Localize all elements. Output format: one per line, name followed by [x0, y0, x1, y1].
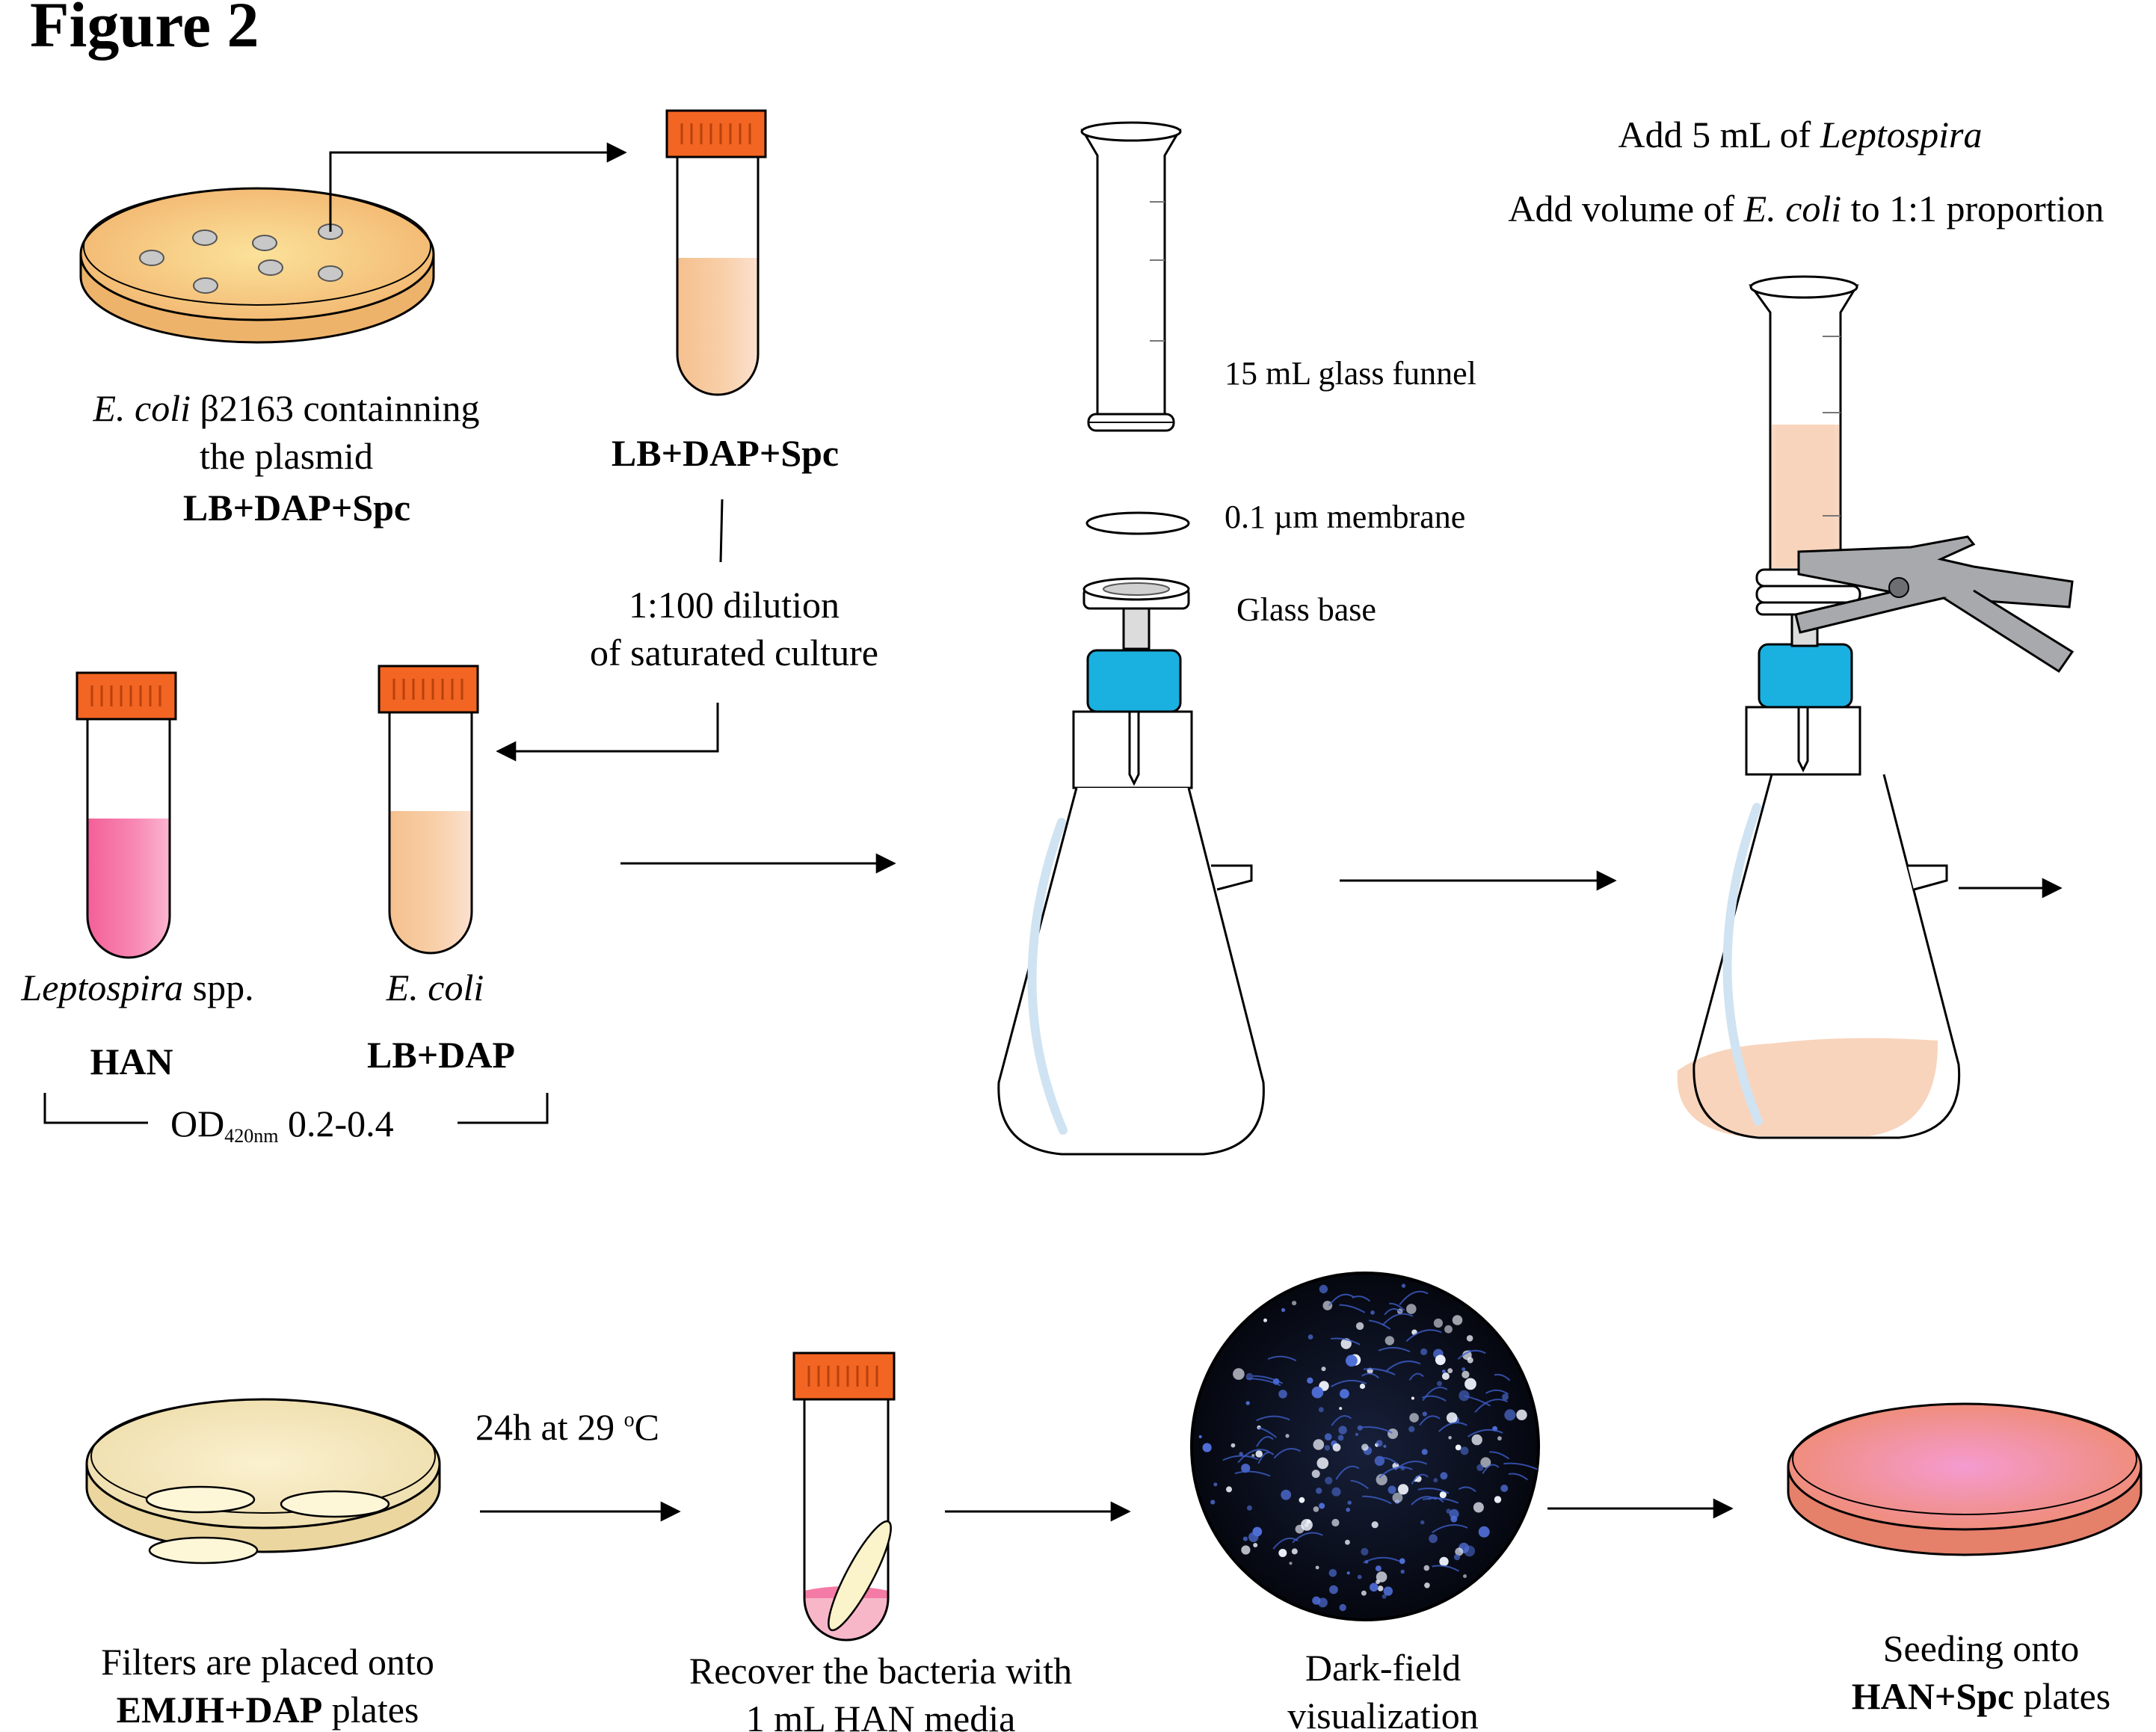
overnight-tube-label: LB+DAP+Spc — [612, 432, 839, 474]
vacuum-flask-assembled — [1677, 275, 2075, 1139]
filter-clamp — [1794, 535, 2075, 674]
darkfield-label-line2: visualization — [1287, 1695, 1479, 1732]
ecoli-culture-tube — [378, 665, 479, 955]
filter-plate-label-line2: EMJH+DAP plates — [117, 1689, 419, 1731]
ecoli-plate-label: E. coli β2163 containning the plasmid LB… — [92, 387, 479, 528]
darkfield-label-line1: Dark-field — [1305, 1647, 1461, 1689]
ecoli-petri-plate — [79, 187, 435, 344]
emjh-dap-plate — [85, 1398, 441, 1565]
dilution-line-top — [719, 499, 724, 563]
darkfield-bacteria — [1198, 1283, 1539, 1612]
filter-plate-label-line1: Filters are placed onto — [101, 1641, 434, 1683]
ecoli-tube-label: E. coli — [386, 967, 484, 1008]
vacuum-flask-empty — [997, 649, 1265, 1156]
recovery-tube — [792, 1352, 896, 1642]
ecoli-plate-label-line1: E. coli β2163 containning — [92, 387, 479, 429]
od-label: OD420nm 0.2-0.4 — [170, 1103, 394, 1147]
mixing-instruction-1: Add 5 mL of Leptospira — [1618, 114, 1982, 155]
dilution-label-line2: of saturated culture — [590, 632, 878, 674]
base-label: Glass base — [1236, 591, 1376, 628]
tube-cap — [665, 109, 767, 158]
recover-label-line2: 1 mL HAN media — [746, 1698, 1016, 1732]
bacterial-colonies — [139, 224, 343, 294]
leptospira-tube-medium: HAN — [90, 1041, 173, 1082]
rubber-stopper — [1072, 710, 1193, 789]
rubber-stopper — [1745, 706, 1861, 776]
leptospira-culture-tube — [76, 671, 177, 959]
adapter-blue — [1758, 643, 1853, 709]
glass-base — [1082, 577, 1190, 650]
ecoli-tube-medium: LB+DAP — [367, 1034, 515, 1076]
membrane-label: 0.1 µm membrane — [1225, 499, 1465, 535]
incubation-label: 24h at 29 oC — [475, 1406, 659, 1448]
side-arm — [1908, 864, 1948, 891]
filtrate-liquid — [1677, 1038, 1938, 1136]
darkfield-micrograph — [1190, 1272, 1540, 1621]
side-arm — [1211, 864, 1253, 891]
mixing-instruction-2: Add volume of E. coli to 1:1 proportion — [1508, 188, 2104, 229]
seeding-label-line1: Seeding onto — [1883, 1627, 2079, 1669]
han-spc-plate — [1787, 1402, 2143, 1556]
pick-colony-arrow — [329, 142, 627, 232]
figure-title: Figure 2 — [30, 0, 259, 61]
od-bracket — [43, 1093, 549, 1124]
dilution-arrow — [496, 703, 719, 762]
membrane-filters-on-plate — [145, 1485, 390, 1565]
ecoli-plate-medium: LB+DAP+Spc — [183, 487, 410, 528]
funnel-label: 15 mL glass funnel — [1225, 355, 1476, 392]
ecoli-plate-label-line2: the plasmid — [200, 435, 373, 477]
membrane-filter — [1085, 511, 1190, 535]
glass-funnel — [1080, 121, 1182, 432]
leptospira-tube-label: Leptospira spp. — [20, 967, 253, 1008]
seeding-label-line2: HAN+Spc plates — [1852, 1675, 2111, 1717]
filter-in-tube — [828, 1520, 892, 1632]
dilution-label-line1: 1:100 dilution — [629, 584, 840, 626]
adapter-blue — [1086, 649, 1182, 713]
overnight-culture-tube — [665, 109, 767, 396]
recover-label-line1: Recover the bacteria with — [689, 1650, 1072, 1692]
